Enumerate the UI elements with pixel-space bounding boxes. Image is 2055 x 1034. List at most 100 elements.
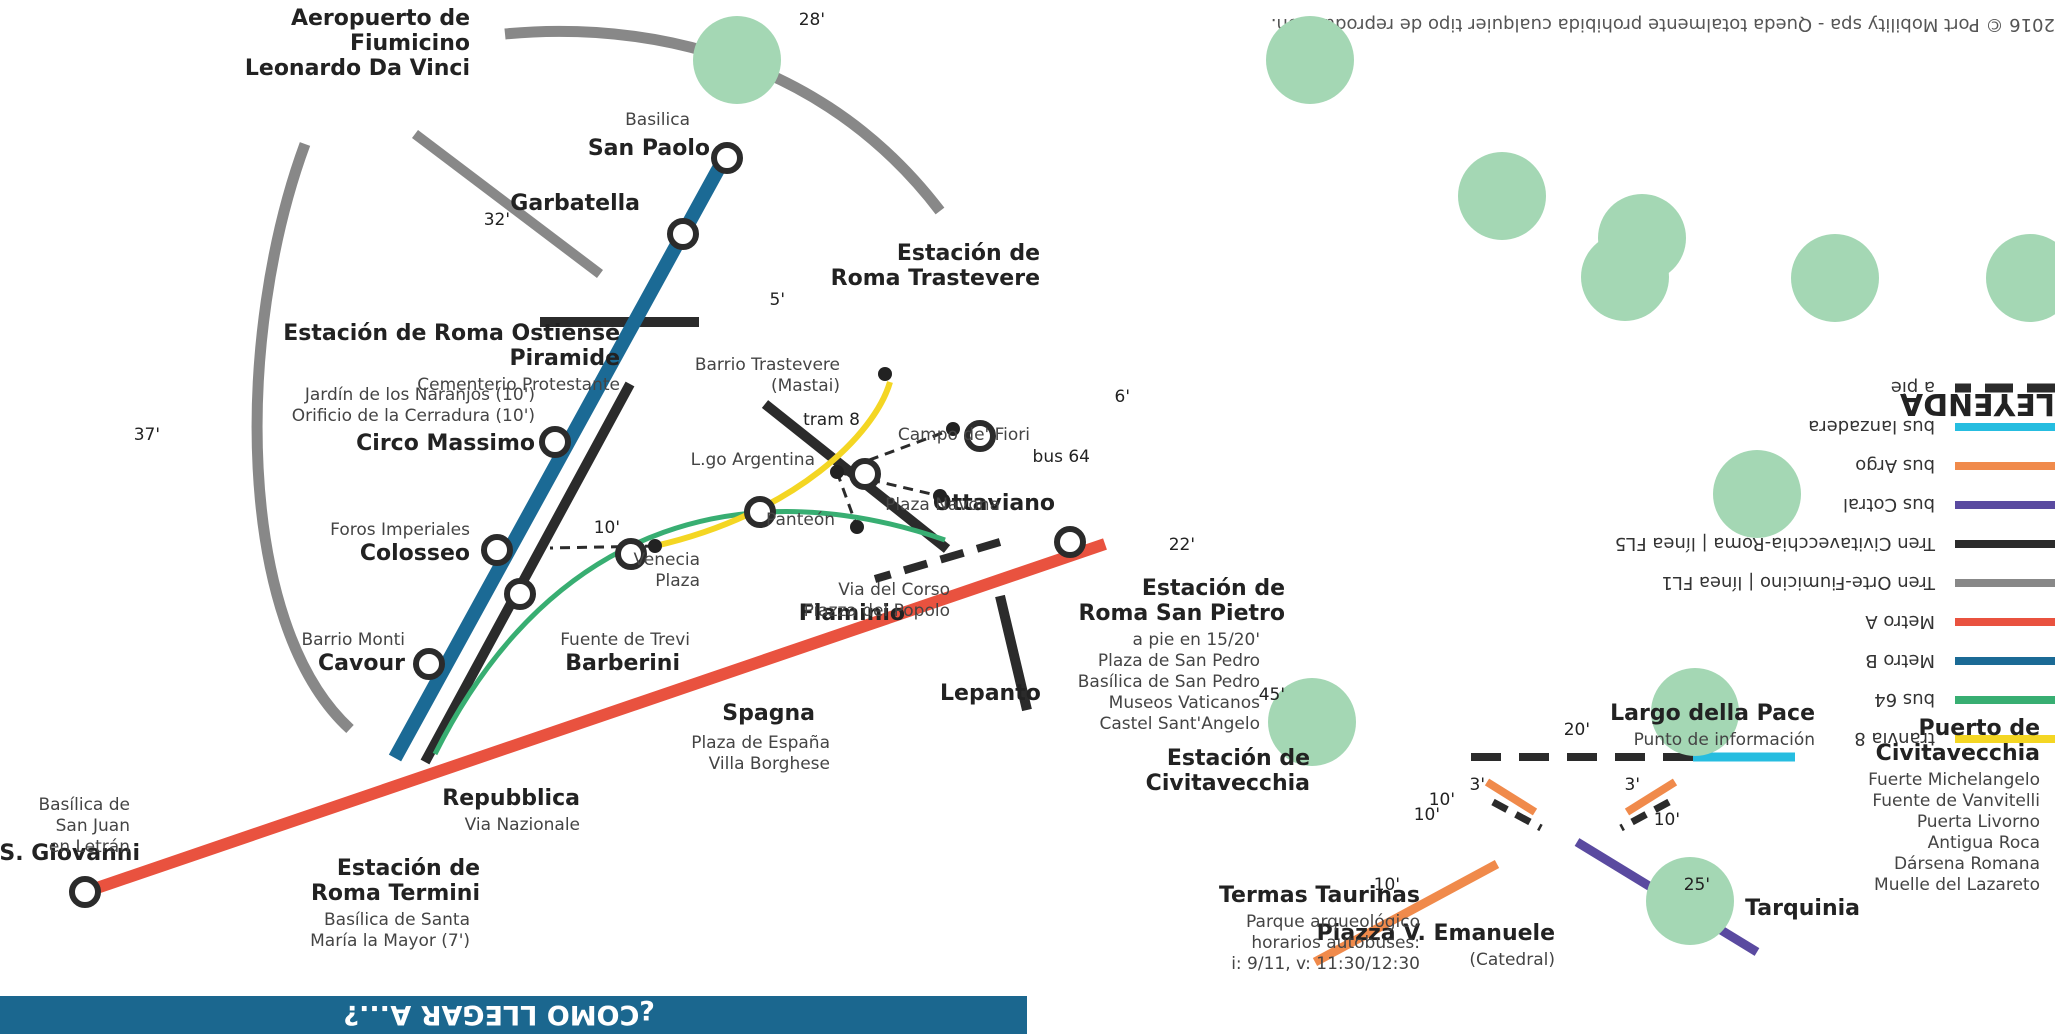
legend-item-label: a pie	[1891, 377, 1935, 398]
largo-name: Largo della Pace	[1610, 701, 1815, 726]
port-sub: Fuente de Vanvitelli	[1872, 791, 2040, 811]
repubblica-sub: Via Nazionale	[465, 815, 580, 835]
colosseo-label: Colosseo	[360, 541, 470, 566]
port-hub	[1986, 234, 2055, 322]
terme-sub: Parque arqueológico	[1246, 912, 1420, 932]
ostiense-name: Estación de Roma Ostiense	[283, 321, 620, 346]
sanpaolo-label: San Paolo	[588, 136, 710, 161]
legend-item-label: Metro B	[1865, 650, 1935, 671]
trastevere-name: Roma Trastevere	[831, 266, 1040, 291]
port-name: Puerto de	[1918, 716, 2040, 741]
travel-time: 10'	[1654, 810, 1680, 830]
san-paolo-dot	[711, 142, 743, 174]
port-sub: Dársena Romana	[1894, 854, 2040, 874]
tram8-label: tram 8	[803, 410, 860, 430]
tram8-line	[654, 381, 893, 549]
garbatella-dot	[667, 218, 699, 250]
panteon-label: Panteón	[766, 510, 835, 530]
travel-time: 6'	[1115, 387, 1131, 407]
sangiovanni-label: S. Giovanni	[0, 841, 140, 866]
port-sub: Antigua Roca	[1928, 833, 2040, 853]
colosseo-sub: Foros Imperiales	[330, 520, 470, 540]
travel-time: 25'	[1684, 875, 1710, 895]
legend-item-label: bus Argo	[1855, 455, 1935, 476]
trastevere-tram-dot	[878, 367, 892, 381]
fl5-civ-sp	[995, 594, 1032, 712]
repubblica-label: Repubblica	[442, 786, 580, 811]
metro-b-line	[388, 153, 732, 762]
walk-civ-em	[1491, 798, 1543, 832]
emanuele-name: Piazza V. Emanuele	[1317, 921, 1555, 946]
travel-time: 3'	[1470, 775, 1486, 795]
terme-name: Termas Taurinas	[1219, 883, 1420, 908]
copyright-text: 2016 © Port Mobility spa - Queda totalme…	[1271, 14, 2055, 35]
repubblica-dot	[504, 578, 536, 610]
legend-item-label: bus Cotral	[1843, 494, 1935, 515]
civ-station-name: Estación de	[1167, 746, 1310, 771]
walk-ott	[873, 538, 1002, 583]
sanpietro-name: Estación de	[1142, 576, 1285, 601]
legend-item-label: bus lanzadera	[1808, 416, 1935, 437]
port-sub: Muelle del Lazareto	[1874, 875, 2040, 895]
sanpietro-name: Roma San Pietro	[1078, 601, 1285, 626]
fiori-dot	[946, 422, 960, 436]
venezia-dot	[648, 539, 662, 553]
legend-item-label: Tren Orte-Fiumicino | línea FL1	[1661, 572, 1936, 593]
termini-name: Estación de	[337, 856, 480, 881]
walk-largo-em	[1619, 798, 1671, 832]
spagna-sub: Plaza de España	[691, 733, 830, 753]
airport-hub	[1646, 857, 1734, 945]
barberini-sub: Fuente de Trevi	[560, 630, 690, 650]
argo-terme-line	[1312, 860, 1500, 966]
termini-sub: María la Mayor (7')	[310, 931, 470, 951]
travel-time: 10'	[1429, 790, 1455, 810]
travel-time: 20'	[1564, 720, 1590, 740]
barberini-label: Barberini	[565, 651, 680, 676]
ottaviano-dot	[1054, 526, 1086, 558]
hubs	[693, 16, 2055, 945]
sanpietro-sub: Castel Sant'Angelo	[1100, 714, 1261, 734]
argo-civ-em	[1484, 778, 1538, 816]
travel-time: 10'	[594, 518, 620, 538]
lepanto-dot	[964, 420, 996, 452]
sanpietro-sub: Basílica de San Pedro	[1078, 672, 1260, 692]
sangiovanni-sub: en Letrán	[49, 837, 130, 857]
fiori-label: Campo de' Fiori	[898, 425, 1030, 445]
lepanto-label: Lepanto	[940, 681, 1041, 706]
bus64-line	[432, 509, 946, 756]
tarquinia-name: Tarquinia	[1745, 896, 1860, 921]
travel-time: 3'	[1625, 775, 1641, 795]
circo-sub: Jardín de los Naranjos (10')	[304, 385, 535, 405]
port-sub: Fuerte Michelangelo	[1868, 770, 2040, 790]
venezia-label: Venecia	[634, 550, 701, 570]
san-pietro-hub	[1713, 450, 1801, 538]
fl1-termini-airport	[251, 142, 354, 734]
travel-time: 10'	[1374, 875, 1400, 895]
ostiense-name: Piramide	[510, 346, 621, 371]
airport-name: Aeropuerto de	[291, 6, 470, 31]
header-title: ¿COMO LLEGAR A...?	[343, 999, 655, 1030]
header-bar: ¿COMO LLEGAR A...?	[0, 996, 1027, 1034]
sangiovanni-sub: Basílica de	[38, 795, 130, 815]
termini-sub: Basílica de Santa	[324, 910, 470, 930]
legend-item-label: Metro A	[1865, 611, 1935, 632]
barberini-dot	[615, 538, 647, 570]
barrio-trastevere-label: Barrio Trastevere	[695, 355, 840, 375]
sangiovanni-sub: San Juan	[56, 816, 130, 836]
ostiense-sub: Cementerio Protestante	[417, 375, 620, 395]
emanuele-hub	[1458, 152, 1546, 240]
argentina-dot	[830, 465, 844, 479]
ottaviano-label: Ottaviano	[933, 491, 1055, 516]
flaminio-sub: Piazza del Popolo	[804, 601, 950, 621]
info-hub	[1791, 234, 1879, 322]
flaminio-dot	[849, 458, 881, 490]
terme-sub: i: 9/11, v: 11:30/12:30	[1231, 954, 1420, 974]
circo-dot	[539, 426, 571, 458]
bus64-label: bus 64	[1033, 447, 1090, 467]
travel-time: 10'	[1414, 805, 1440, 825]
navona-label: Plaza Navona	[885, 495, 1000, 515]
